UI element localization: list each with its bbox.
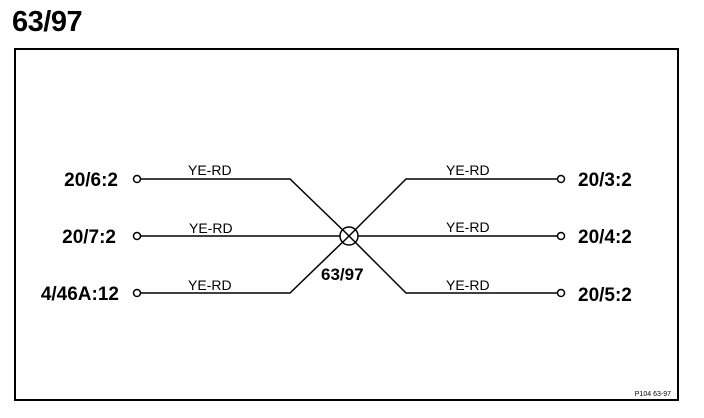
terminal-label-left-1: 20/6:2	[64, 170, 118, 191]
wire-label-right-2: YE-RD	[446, 219, 490, 235]
terminal-left-1	[132, 174, 142, 184]
terminal-label-right-1: 20/3:2	[578, 170, 632, 191]
wire-label-left-1: YE-RD	[188, 162, 232, 178]
terminal-label-right-2: 20/4:2	[578, 227, 632, 248]
diagram-frame	[14, 48, 679, 401]
splice-label: 63/97	[321, 265, 364, 284]
wire-label-left-3: YE-RD	[188, 277, 232, 293]
wire-left-1	[141, 178, 350, 237]
page-title: 63/97	[12, 6, 83, 38]
wire-right-1	[348, 178, 557, 237]
terminal-right-2	[556, 231, 566, 241]
terminal-left-3	[132, 288, 142, 298]
wire-label-right-1: YE-RD	[446, 162, 490, 178]
wire-right-3	[348, 235, 557, 294]
terminal-label-left-2: 20/7:2	[62, 227, 116, 248]
reference-code: P104 63-97	[635, 391, 671, 398]
terminal-right-3	[556, 288, 566, 298]
terminal-label-left-3: 4/46A:12	[41, 284, 119, 305]
wire-label-right-3: YE-RD	[446, 277, 490, 293]
terminal-label-right-3: 20/5:2	[578, 285, 632, 306]
wire-label-left-2: YE-RD	[189, 220, 233, 236]
terminal-left-2	[132, 231, 142, 241]
wire-left-3	[141, 235, 350, 294]
terminal-right-1	[556, 174, 566, 184]
splice-icon	[339, 226, 359, 246]
